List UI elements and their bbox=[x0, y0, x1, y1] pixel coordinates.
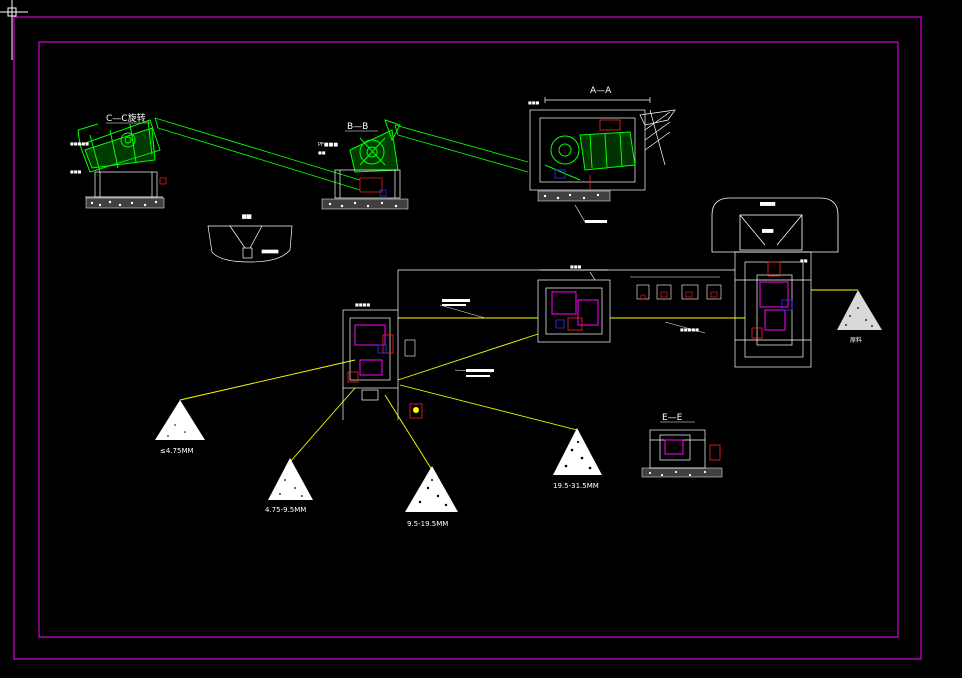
pile-3-label: 9.5-19.5MM bbox=[407, 520, 448, 528]
plan-view-crusher-building: ■■■ bbox=[537, 264, 611, 343]
svg-text:■■: ■■ bbox=[318, 150, 326, 155]
product-pile-3: 9.5-19.5MM bbox=[405, 466, 458, 528]
svg-text:■■■■■: ■■■■■ bbox=[70, 141, 89, 146]
inclined-conveyor-1 bbox=[154, 117, 361, 191]
section-e-elevation: E—E bbox=[641, 413, 723, 478]
svg-text:■■■■■: ■■■■■ bbox=[680, 327, 699, 332]
yellow-conveyors bbox=[179, 289, 858, 471]
pile-1-label: ≤4.75MM bbox=[160, 447, 194, 455]
pile-4-label: 19.5-31.5MM bbox=[553, 482, 599, 490]
svg-text:■■■: ■■■ bbox=[528, 100, 540, 105]
outer-border-frame bbox=[13, 16, 922, 660]
plan-view-feeder-building: ■■ bbox=[734, 251, 812, 368]
section-b-crusher-elevation: B—B PF■■■ ■■ bbox=[318, 119, 409, 210]
raw-material-pile: 原料 bbox=[837, 290, 882, 344]
section-b-label: B—B bbox=[347, 122, 368, 132]
product-pile-1: ≤4.75MM bbox=[155, 400, 205, 455]
section-c-screen-elevation: C—C旋转 ■■■■■ ■■■ bbox=[70, 112, 167, 209]
leader-labels: ■■■■■ bbox=[439, 299, 706, 377]
ucs-crosshair-icon bbox=[0, 0, 28, 60]
pile-2-label: 4.75-9.5MM bbox=[265, 506, 306, 514]
plan-detail-views bbox=[630, 276, 722, 300]
conveyor-route-lines bbox=[397, 269, 735, 310]
svg-text:■■■: ■■■ bbox=[570, 264, 582, 269]
svg-text:■■: ■■ bbox=[242, 214, 252, 220]
svg-text:■■: ■■ bbox=[800, 258, 808, 263]
svg-text:PF■■■: PF■■■ bbox=[318, 142, 338, 148]
inclined-conveyor-2 bbox=[394, 124, 529, 173]
pit-detail: ■■ bbox=[207, 214, 293, 263]
product-pile-4: 19.5-31.5MM bbox=[553, 428, 602, 490]
svg-text:■■■: ■■■ bbox=[762, 228, 774, 233]
raw-material-label: 原料 bbox=[850, 336, 862, 344]
section-a-plant-elevation: A—A ■ bbox=[528, 86, 676, 223]
svg-text:■■■: ■■■ bbox=[70, 169, 82, 174]
section-e-label: E—E bbox=[662, 413, 683, 423]
raw-material-hopper: ■■■■ ■■■ bbox=[711, 197, 839, 253]
inner-border-frame bbox=[38, 41, 899, 638]
svg-text:■■■■: ■■■■ bbox=[760, 201, 775, 206]
product-pile-2: 4.75-9.5MM bbox=[265, 458, 313, 514]
svg-text:■■■■: ■■■■ bbox=[355, 302, 370, 307]
section-c-label: C—C旋转 bbox=[106, 112, 146, 124]
plan-view-screen-building: ■■■■ bbox=[342, 302, 423, 420]
section-a-label: A—A bbox=[590, 86, 612, 96]
